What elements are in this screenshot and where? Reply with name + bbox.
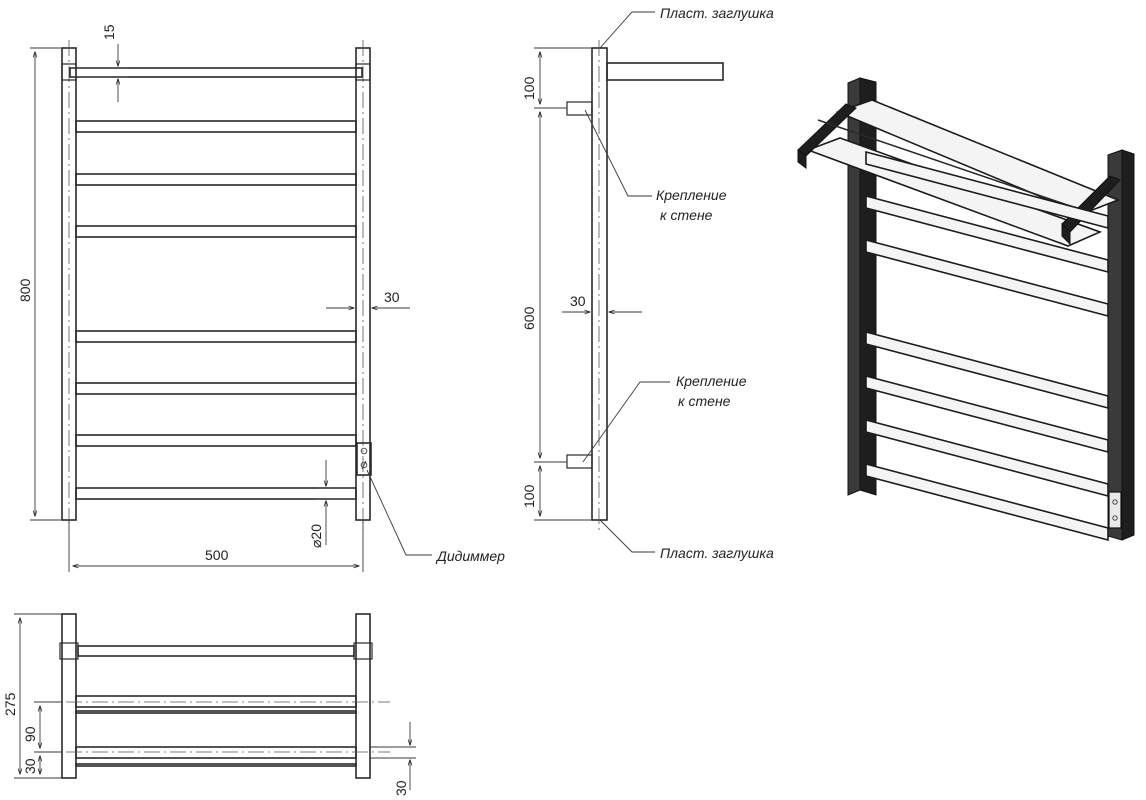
svg-text:к стене: к стене [678, 393, 731, 409]
svg-text:600: 600 [521, 306, 537, 330]
svg-text:Дидиммер: Дидиммер [435, 548, 505, 564]
label-wall-mount-upper: Крепление к стене [584, 109, 727, 223]
iso-rung [865, 462, 1109, 542]
front-rail [75, 173, 357, 186]
svg-text:800: 800 [17, 278, 33, 302]
iso-right-post-front [1107, 149, 1123, 541]
front-rail [75, 487, 357, 500]
dim-side-mount-spacing: 600 [521, 112, 567, 463]
front-rail [75, 434, 357, 447]
iso-rung [865, 374, 1109, 454]
label-wall-mount-lower: Крепление к стене [582, 373, 747, 463]
dim-top-shelf-gap: 90 [22, 701, 62, 753]
dim-top-bottom-offset: 30 [22, 756, 40, 774]
svg-text:30: 30 [570, 293, 586, 309]
svg-text:15: 15 [101, 24, 117, 40]
side-mount-upper [566, 101, 593, 116]
top-rail [75, 695, 357, 708]
top-right-post [355, 613, 371, 779]
svg-text:100: 100 [521, 76, 537, 100]
iso-rung [865, 418, 1109, 498]
front-rails [75, 120, 357, 500]
front-top-cap-right [355, 63, 371, 81]
svg-text:к стене: к стене [660, 207, 713, 223]
front-view: 15 800 30 ⌀20 500 [17, 24, 505, 572]
front-rail [75, 225, 357, 238]
side-shelf [606, 62, 724, 81]
front-rail [75, 382, 357, 395]
dim-front-top-offset: 15 [70, 24, 128, 102]
iso-rung [865, 194, 1109, 274]
front-top-cap-left [61, 63, 77, 81]
dim-side-top-offset: 100 [521, 47, 592, 109]
dim-side-bottom-offset: 100 [521, 466, 592, 521]
iso-rung [865, 238, 1109, 318]
dim-front-height: 800 [17, 47, 62, 521]
side-mount-lower [566, 454, 593, 469]
iso-rung [865, 150, 1109, 230]
dimmer-leader: Дидиммер [366, 469, 505, 564]
top-shelf-rail [77, 645, 355, 657]
front-rail [75, 330, 357, 343]
dim-front-rail-diameter: ⌀20 [308, 460, 356, 548]
svg-text:275: 275 [2, 692, 18, 716]
side-post [591, 47, 608, 521]
iso-left-post-front [847, 77, 861, 496]
front-top-rail [69, 67, 363, 78]
svg-text:30: 30 [22, 758, 38, 774]
svg-text:90: 90 [22, 726, 38, 742]
dim-top-post-width: 30 [370, 722, 416, 796]
side-view: 100 600 100 30 Пласт. заглушка Крепление [521, 5, 774, 561]
dim-front-width: 500 [68, 520, 364, 572]
label-plastic-cap-top: Пласт. заглушка [599, 5, 774, 49]
dimmer-box [356, 442, 372, 476]
front-rail [75, 120, 357, 133]
svg-text:100: 100 [521, 484, 537, 508]
top-rail [75, 763, 357, 767]
iso-rungs [865, 150, 1109, 542]
top-left-post [61, 613, 77, 779]
isometric-view [797, 77, 1135, 542]
iso-rung [865, 330, 1109, 410]
svg-text:Крепление: Крепление [656, 187, 727, 203]
svg-text:30: 30 [384, 289, 400, 305]
svg-text:⌀20: ⌀20 [308, 524, 324, 548]
label-plastic-cap-bottom: Пласт. заглушка [599, 519, 774, 561]
svg-text:Пласт. заглушка: Пласт. заглушка [660, 5, 774, 21]
iso-right-post-side [1121, 149, 1135, 541]
dim-top-depth: 275 [2, 613, 62, 779]
iso-dimmer [1108, 491, 1122, 529]
dim-front-post-width: 30 [326, 289, 410, 308]
svg-text:Пласт. заглушка: Пласт. заглушка [660, 545, 774, 561]
svg-text:Крепление: Крепление [676, 373, 747, 389]
top-rail [75, 746, 357, 759]
svg-text:500: 500 [205, 547, 229, 563]
dim-side-post-width: 30 [562, 293, 642, 312]
svg-text:30: 30 [393, 780, 409, 796]
top-view: 275 90 30 30 [2, 613, 416, 796]
top-rail [75, 710, 357, 714]
